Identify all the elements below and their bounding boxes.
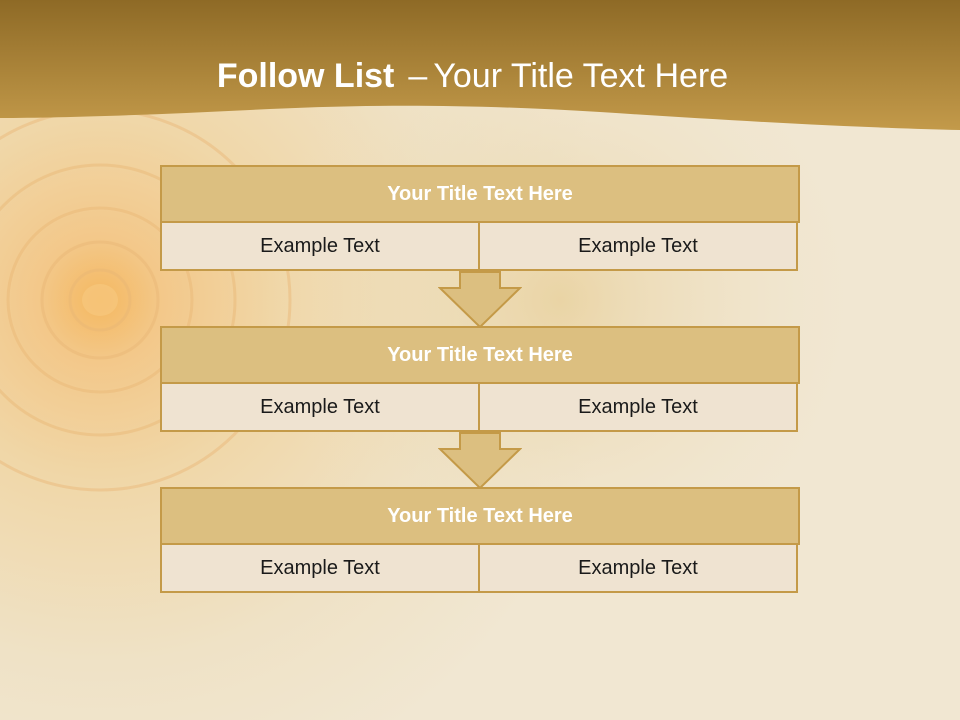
block-cell-left: Example Text [160, 543, 480, 593]
block-cell-right: Example Text [478, 382, 798, 432]
block-title: Your Title Text Here [160, 165, 800, 223]
block-title: Your Title Text Here [160, 326, 800, 384]
block-cell-right: Example Text [478, 543, 798, 593]
list-block-1: Your Title Text Here Example Text Exampl… [160, 165, 800, 271]
block-cell-left: Example Text [160, 221, 480, 271]
block-cell-right: Example Text [478, 221, 798, 271]
title-dash: – [408, 57, 428, 95]
title-rest: Your Title Text Here [433, 57, 729, 95]
down-arrow-icon [438, 271, 522, 329]
down-arrow-icon [438, 432, 522, 490]
block-title: Your Title Text Here [160, 487, 800, 545]
title-band [0, 0, 960, 130]
title-bold: Follow List [216, 57, 395, 95]
page-title: Follow List–Your Title Text Here [0, 52, 945, 100]
list-block-2: Your Title Text Here Example Text Exampl… [160, 326, 800, 432]
block-cell-left: Example Text [160, 382, 480, 432]
list-block-3: Your Title Text Here Example Text Exampl… [160, 487, 800, 593]
